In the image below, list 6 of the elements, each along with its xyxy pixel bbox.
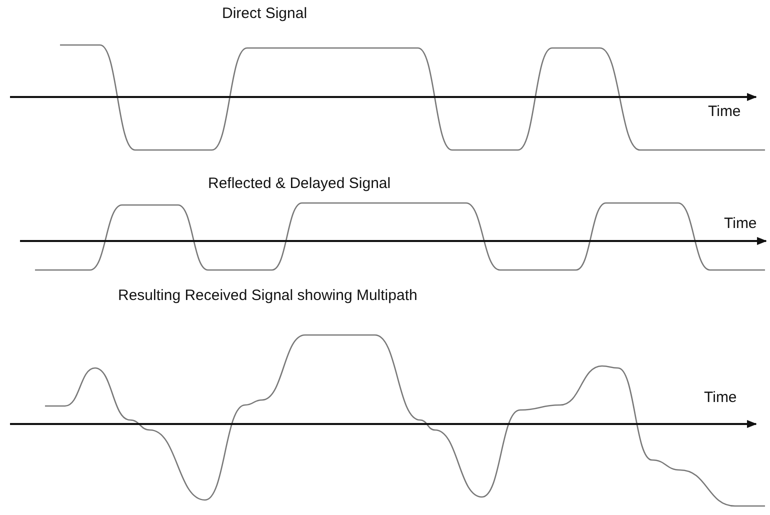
waveform-title: Resulting Received Signal showing Multipath xyxy=(118,288,418,303)
axis-label: Time xyxy=(708,104,741,119)
axis-label: Time xyxy=(704,390,737,405)
axis-label: Time xyxy=(724,216,757,231)
waveform-title: Reflected & Delayed Signal xyxy=(208,176,391,191)
waveform-title: Direct Signal xyxy=(222,6,308,21)
